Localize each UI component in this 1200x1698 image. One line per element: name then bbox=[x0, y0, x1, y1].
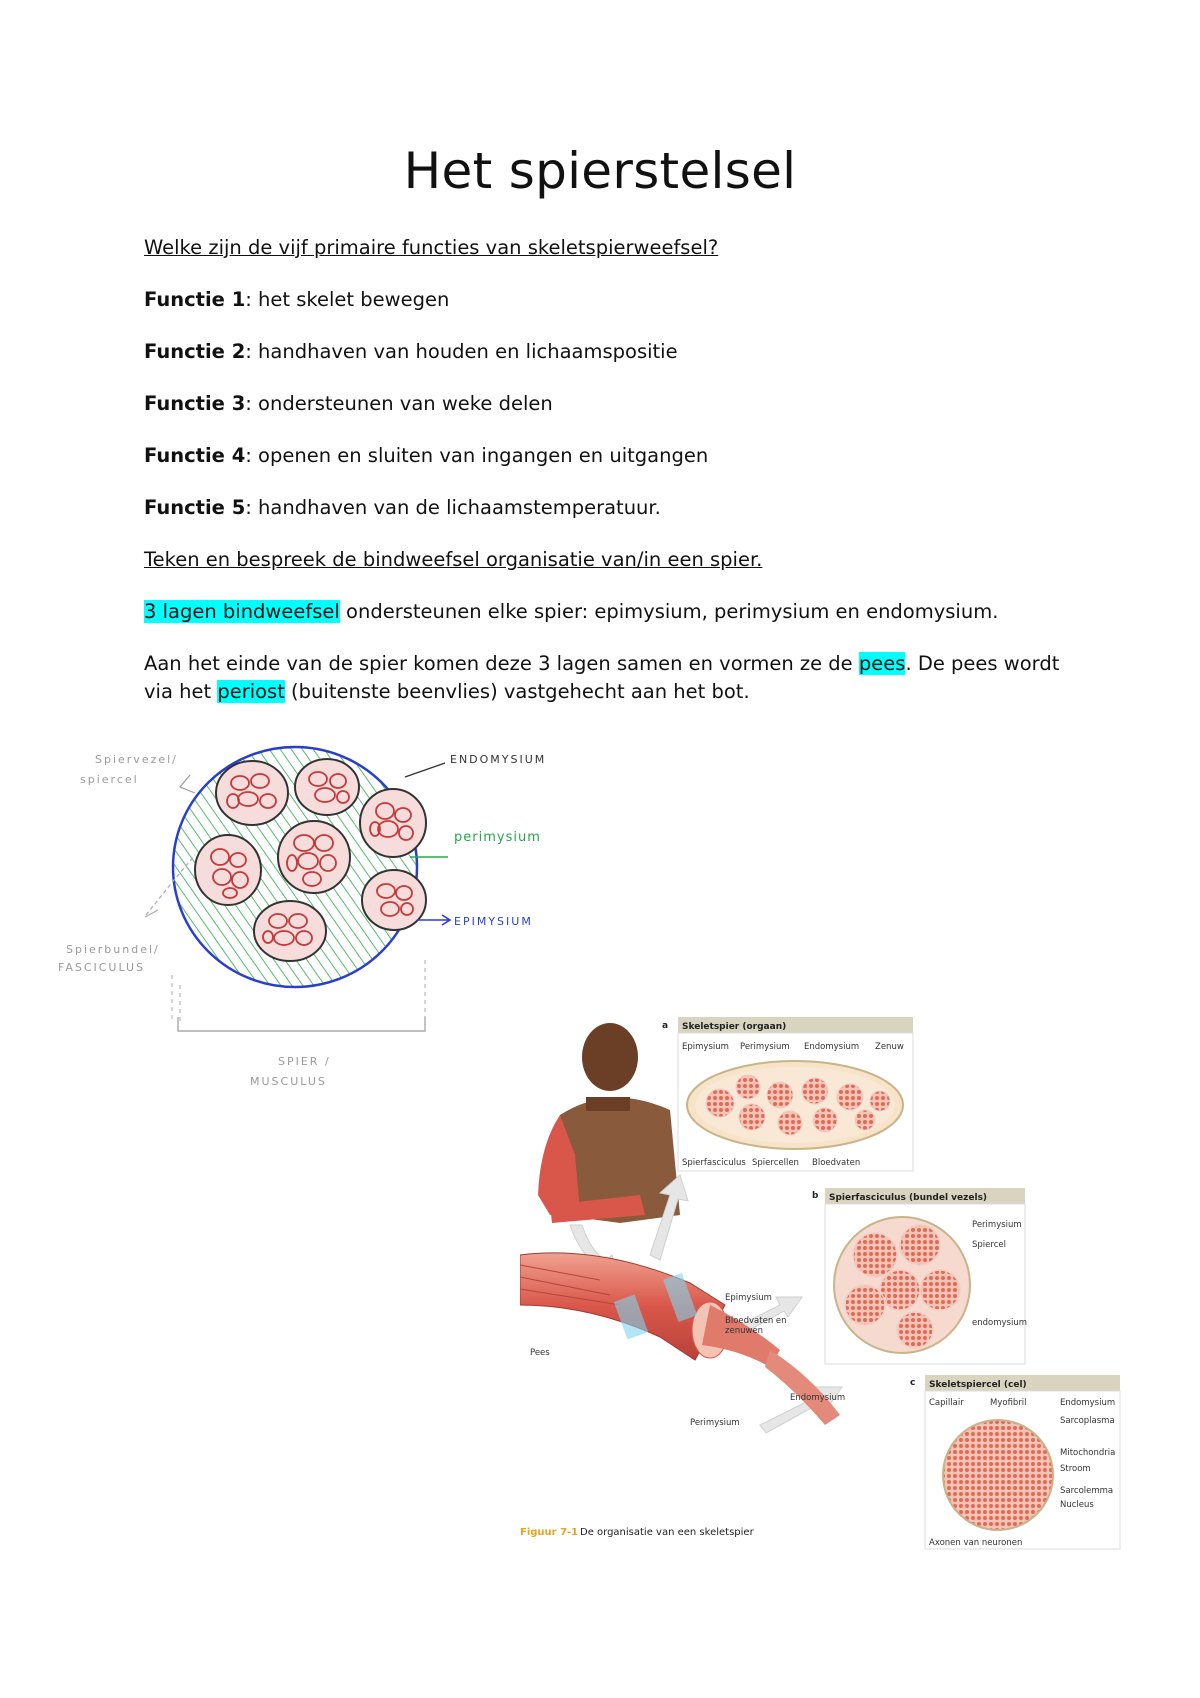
panel-c-letter: c bbox=[910, 1378, 915, 1388]
muscle-sketch: Spiervezel/ spiercel ENDOMYSIUM perimysi… bbox=[58, 745, 546, 1088]
function-item-5: Functie 5: handhaven van de lichaamstemp… bbox=[144, 494, 1064, 522]
function-text: : ondersteunen van weke delen bbox=[245, 392, 553, 415]
sketch-label-spiervezel: Spiervezel/ bbox=[95, 753, 178, 766]
highlight-pees: pees bbox=[858, 652, 906, 675]
question-functions: Welke zijn de vijf primaire functies van… bbox=[144, 236, 719, 259]
function-item-1: Functie 1: het skelet bewegen bbox=[144, 286, 1064, 314]
panel-a-label-spiercellen: Spiercellen bbox=[752, 1158, 799, 1168]
sketch-label-spier: SPIER / bbox=[278, 1055, 331, 1068]
function-item-3: Functie 3: ondersteunen van weke delen bbox=[144, 390, 1064, 418]
function-text: : handhaven van de lichaamstemperatuur. bbox=[245, 496, 661, 519]
sketch-label-endomysium: ENDOMYSIUM bbox=[450, 753, 546, 766]
tendon-text-3: (buitenste beenvlies) vastgehecht aan he… bbox=[284, 680, 750, 703]
panel-c-label-capillair: Capillair bbox=[929, 1398, 964, 1408]
tendon-paragraph: Aan het einde van de spier komen deze 3 … bbox=[144, 650, 1064, 706]
muscle-label-epimysium: Epimysium bbox=[725, 1293, 772, 1303]
muscle-label-pees: Pees bbox=[530, 1348, 550, 1358]
muscle-label-perimysium: Perimysium bbox=[690, 1418, 740, 1428]
tendon-text-1: Aan het einde van de spier komen deze 3 … bbox=[144, 652, 859, 675]
function-label: Functie 3 bbox=[144, 392, 246, 415]
panel-a-label-fasciculus: Spierfasciculus bbox=[682, 1158, 746, 1168]
panel-c-label-stroom: Stroom bbox=[1060, 1464, 1091, 1474]
panel-a: a Skeletspier (orgaan) Epimysium Perimys… bbox=[662, 1017, 914, 1172]
panel-c-header: Skeletspiercel (cel) bbox=[929, 1380, 1027, 1390]
layers-paragraph: 3 lagen bindweefsel ondersteunen elke sp… bbox=[144, 598, 1064, 626]
sketch-label-epimysium: EPIMYSIUM bbox=[454, 915, 533, 928]
muscle-label-vessels-1: Bloedvaten en bbox=[725, 1316, 787, 1326]
question-connective-tissue: Teken en bespreek de bindweefsel organis… bbox=[144, 548, 763, 571]
page-title: Het spierstelsel bbox=[403, 142, 797, 200]
textbook-figure: a Skeletspier (orgaan) Epimysium Perimys… bbox=[520, 1017, 1121, 1550]
panel-c-label-sarcolemma: Sarcolemma bbox=[1060, 1486, 1113, 1496]
panel-a-label-epimysium: Epimysium bbox=[682, 1042, 729, 1052]
panel-c-label-endomysium: Endomysium bbox=[1060, 1398, 1115, 1408]
highlight-layers: 3 lagen bindweefsel bbox=[144, 600, 340, 623]
function-text: : handhaven van houden en lichaamspositi… bbox=[245, 340, 678, 363]
panel-a-label-zenuw: Zenuw bbox=[875, 1042, 904, 1052]
panel-b: b Spierfasciculus (bundel vezels) Perimy… bbox=[812, 1188, 1027, 1365]
panel-c-label-myofibril: Myofibril bbox=[990, 1398, 1027, 1408]
panel-a-header: Skeletspier (orgaan) bbox=[682, 1022, 786, 1032]
fiber-cells bbox=[210, 771, 414, 946]
panel-c: c Skeletspiercel (cel) Capillair Myofibr… bbox=[910, 1375, 1121, 1550]
panel-c-label-mitochondria: Mitochondria bbox=[1060, 1448, 1115, 1458]
sketch-label-musculus: MUSCULUS bbox=[250, 1075, 327, 1088]
panel-b-label-perimysium: Perimysium bbox=[972, 1220, 1022, 1230]
sketch-label-perimysium: perimysium bbox=[454, 830, 541, 845]
panel-b-header: Spierfasciculus (bundel vezels) bbox=[829, 1193, 987, 1203]
function-label: Functie 2 bbox=[144, 340, 246, 363]
figure-caption-number: Figuur 7-1 bbox=[520, 1527, 578, 1538]
function-text: : het skelet bewegen bbox=[245, 288, 450, 311]
sketch-label-fasciculus: FASCICULUS bbox=[58, 961, 145, 974]
tendon-text-2: . De pees wordt via het bbox=[144, 652, 1060, 703]
panel-c-label-nucleus: Nucleus bbox=[1060, 1500, 1094, 1510]
panel-b-label-endomysium: endomysium bbox=[972, 1318, 1027, 1328]
muscle-bundle bbox=[520, 1252, 840, 1425]
function-label: Functie 4 bbox=[144, 444, 246, 467]
panel-a-label-perimysium: Perimysium bbox=[740, 1042, 790, 1052]
function-label: Functie 1 bbox=[144, 288, 246, 311]
panel-b-label-spiercel: Spiercel bbox=[972, 1240, 1006, 1250]
panel-a-letter: a bbox=[662, 1021, 668, 1031]
function-item-2: Functie 2: handhaven van houden en licha… bbox=[144, 338, 1064, 366]
panel-c-label-sarcoplasma: Sarcoplasma bbox=[1060, 1416, 1115, 1426]
panel-a-label-bloedvaten: Bloedvaten bbox=[812, 1158, 860, 1168]
human-illustration bbox=[538, 1023, 680, 1223]
panel-b-letter: b bbox=[812, 1191, 819, 1201]
function-text: : openen en sluiten van ingangen en uitg… bbox=[245, 444, 709, 467]
panel-c-label-axonen: Axonen van neuronen bbox=[929, 1538, 1022, 1548]
function-label: Functie 5 bbox=[144, 496, 246, 519]
sketch-label-spiercel: spiercel bbox=[80, 773, 139, 786]
figure-caption-text: De organisatie van een skeletspier bbox=[580, 1527, 755, 1538]
layers-text: ondersteunen elke spier: epimysium, peri… bbox=[339, 600, 999, 623]
muscle-label-endomysium: Endomysium bbox=[790, 1393, 845, 1403]
panel-a-label-endomysium: Endomysium bbox=[804, 1042, 859, 1052]
function-item-4: Functie 4: openen en sluiten van ingange… bbox=[144, 442, 1064, 470]
sketch-label-spierbundel: Spierbundel/ bbox=[66, 943, 160, 956]
muscle-label-vessels-2: zenuwen bbox=[725, 1326, 763, 1336]
panel-a-header-bg bbox=[678, 1017, 913, 1033]
highlight-periost: periost bbox=[217, 680, 285, 703]
